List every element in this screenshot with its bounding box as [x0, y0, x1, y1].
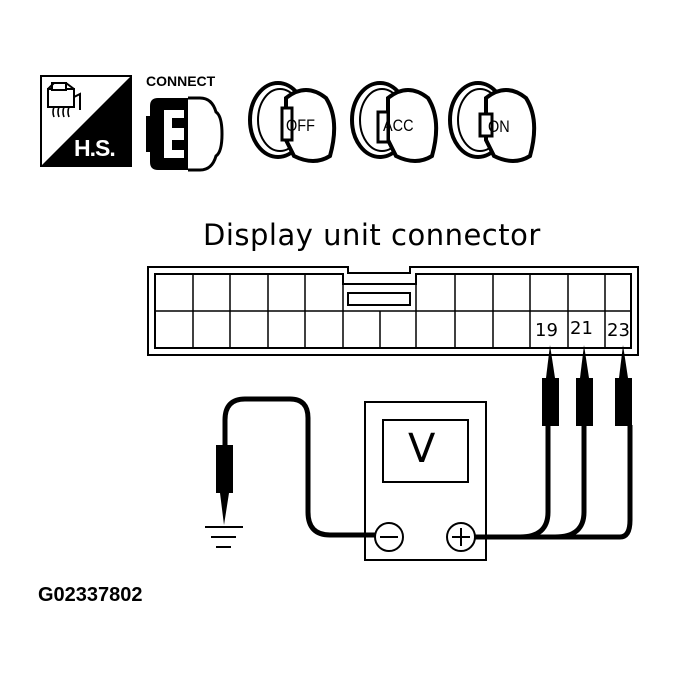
key-label-on: ON: [488, 117, 510, 136]
hs-label: H.S.: [74, 135, 116, 161]
probe-pin-23: [615, 345, 632, 426]
ground-icon: [205, 526, 243, 548]
minus-terminal-icon: [374, 522, 404, 552]
probe-pin-21: [576, 345, 593, 426]
figure-id: G02337802: [38, 584, 143, 606]
key-label-acc: ACC: [383, 116, 414, 135]
connect-label: CONNECT: [146, 73, 216, 89]
probe-pin-19: [542, 345, 559, 426]
pin-21-label: 21: [570, 318, 593, 339]
voltmeter-display-label: V: [408, 426, 436, 472]
pin-23-label: 23: [607, 320, 630, 341]
hot-soak-icon: [40, 75, 132, 167]
pin-19-label: 19: [535, 320, 558, 341]
connector-title: Display unit connector: [203, 218, 541, 252]
hs-badge: [40, 75, 132, 167]
plus-terminal-icon: [446, 522, 476, 552]
key-label-off: OFF: [286, 116, 315, 135]
